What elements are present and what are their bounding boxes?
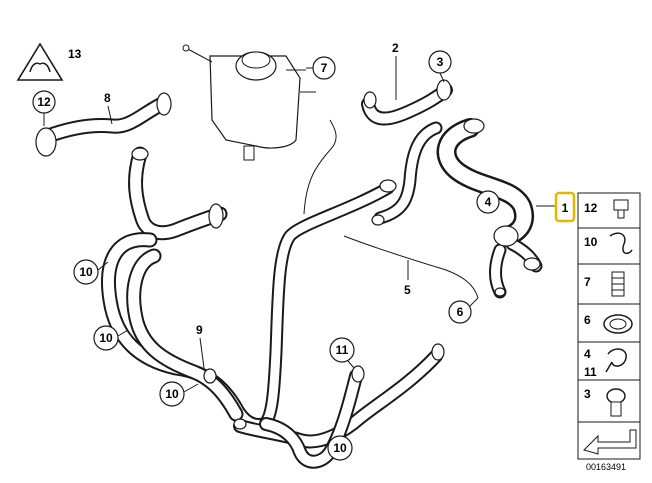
hose-clamp-icon [603,314,633,334]
callout-8: 8 [104,91,111,105]
callout-4: 4 [485,195,492,209]
spring-band-clamp-icon [605,348,627,373]
spring-clip-icon [609,232,633,255]
callout-6: 6 [457,305,464,319]
panel-row-10-label: 10 [584,235,598,249]
panel-row-3-label: 3 [584,387,591,401]
panel-row-12-label: 12 [584,201,598,215]
callout-5: 5 [404,283,411,297]
panel-row-6-label: 6 [584,313,591,327]
callout-9: 9 [196,323,203,337]
warning-triangle-icon [16,42,64,81]
callout-10-a: 10 [79,265,93,279]
highlight-box [554,191,576,223]
screw-icon [611,271,625,297]
callout-11: 11 [336,343,349,357]
hose-group [40,83,543,469]
callouts: 13 12 8 7 2 3 4 1 5 6 9 10 10 [16,41,576,461]
direction-arrow-icon [583,429,637,455]
callout-10-c: 10 [165,387,179,401]
callout-10-d: 10 [333,441,347,455]
callout-13: 13 [68,47,82,61]
clamp-group [35,79,541,430]
callout-3: 3 [437,55,444,69]
reference-code: 00163491 [586,462,626,472]
sensor-icon [613,199,629,219]
callout-1: 1 [562,201,569,215]
callout-12: 12 [37,95,51,109]
callout-10-b: 10 [99,331,113,345]
panel-row-4-label: 4 [584,347,591,361]
callout-2: 2 [392,41,399,55]
panel-row-11-label: 11 [584,365,597,379]
callout-7: 7 [321,61,328,75]
clip-connector-icon [606,388,626,417]
panel-row-7-label: 7 [584,275,591,289]
expansion-tank [182,44,316,161]
parts-panel: 12 10 7 6 4 11 3 [577,192,641,460]
